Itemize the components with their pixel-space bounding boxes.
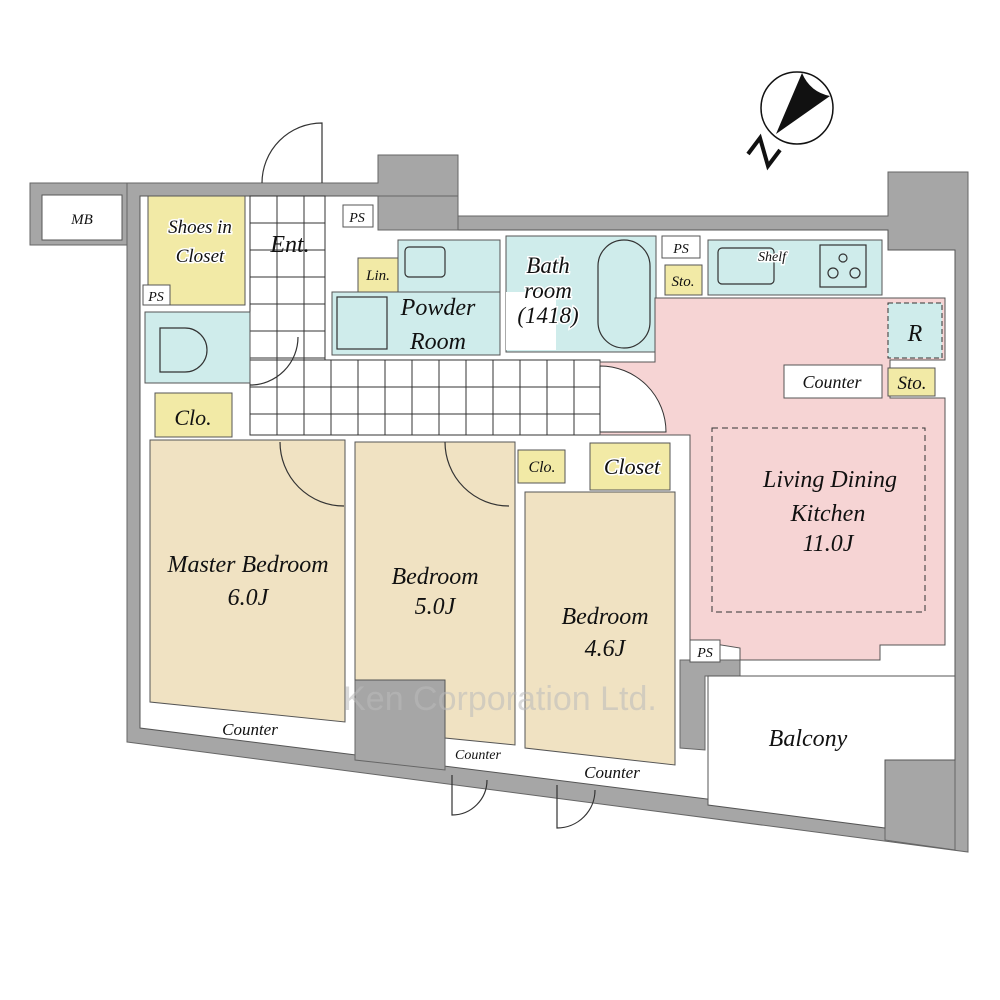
compass-icon xyxy=(746,71,834,171)
toilet-door[interactable] xyxy=(249,336,299,386)
entrance-door[interactable] xyxy=(261,122,323,184)
storage-label: Sto. xyxy=(897,373,926,394)
entrance-tiles xyxy=(249,195,326,361)
ldk-label-2: Kitchen xyxy=(790,501,866,527)
counter-label: Counter xyxy=(455,748,501,763)
ldk-counter xyxy=(783,364,883,399)
storage-label: Sto. xyxy=(672,274,695,290)
ps-label: PS xyxy=(147,290,164,305)
powder-sink-area xyxy=(397,239,501,293)
wall-block xyxy=(884,759,956,851)
bedroom-4-6j xyxy=(524,491,676,766)
north-letter xyxy=(746,133,782,171)
master-bedroom-label: Master Bedroom xyxy=(166,552,328,578)
master-bedroom-size: 6.0J xyxy=(228,585,270,611)
entrance-label: Ent. xyxy=(269,232,309,258)
linen-label: Lin. xyxy=(365,268,390,284)
burner-icon xyxy=(849,267,861,279)
bathtub-icon xyxy=(597,239,651,349)
ldk-door[interactable] xyxy=(599,365,667,433)
watermark: Ken Corporation Ltd. xyxy=(343,680,657,718)
bathroom-label-2: room xyxy=(524,278,572,303)
bath-door-area xyxy=(506,292,556,350)
refrigerator-label: R xyxy=(907,321,923,347)
exterior-door[interactable] xyxy=(556,785,596,829)
washer-pan-icon xyxy=(336,296,388,350)
ldk-label-1: Living Dining xyxy=(762,467,897,493)
ldk-dashed-outline xyxy=(711,427,926,613)
stove-icon xyxy=(819,244,867,288)
bathroom-label-3: (1418) xyxy=(517,303,578,328)
ps-label: PS xyxy=(348,211,365,226)
closet-small-label: Clo. xyxy=(174,405,211,430)
storage-kitchen xyxy=(664,264,703,296)
balcony-label: Balcony xyxy=(769,726,848,752)
balcony xyxy=(707,675,956,829)
kitchen-sink-icon xyxy=(717,247,775,285)
sink-icon xyxy=(404,246,446,278)
closet-small xyxy=(154,392,233,438)
shoes-closet-label-1: Shoes in xyxy=(168,217,232,238)
toilet-room xyxy=(144,311,251,384)
ldk-label-3: 11.0J xyxy=(803,531,855,557)
bedroom-5j xyxy=(354,441,516,746)
counter-label: Counter xyxy=(584,763,640,782)
ps-box xyxy=(342,204,374,228)
bedroom-5j-size: 5.0J xyxy=(415,594,457,620)
ps-label: PS xyxy=(672,242,689,257)
powder-room-label-1: Powder xyxy=(400,295,476,321)
ps-box xyxy=(142,284,171,306)
bathroom-label-1: Bath xyxy=(526,253,569,278)
closet xyxy=(589,442,671,491)
ps-box xyxy=(661,235,701,259)
wall-block xyxy=(377,195,459,231)
master-bedroom xyxy=(149,439,346,723)
closet-clo xyxy=(517,449,566,484)
meter-box-inner xyxy=(41,194,123,241)
ps-label: PS xyxy=(696,646,713,661)
shoes-closet-label-2: Closet xyxy=(176,246,225,267)
corridor-tiles xyxy=(249,359,601,436)
kitchen-counter xyxy=(707,239,883,296)
closet-label: Closet xyxy=(604,454,661,479)
bedroom-5j-label: Bedroom xyxy=(391,564,478,590)
refrigerator-space xyxy=(887,302,943,359)
storage-ldk xyxy=(887,367,936,397)
exterior-door[interactable] xyxy=(451,775,488,816)
mb-label: MB xyxy=(70,212,93,228)
bedroom-4-6j-size: 4.6J xyxy=(585,636,627,662)
burner-icon xyxy=(838,253,848,263)
master-bedroom-door[interactable] xyxy=(279,441,345,507)
powder-room-label-2: Room xyxy=(409,329,466,355)
powder-room xyxy=(331,291,501,356)
shelf-label: Shelf xyxy=(758,250,788,265)
ps-box xyxy=(689,639,721,663)
burner-icon xyxy=(827,267,839,279)
toilet-icon xyxy=(159,327,208,373)
closet-clo-label: Clo. xyxy=(528,459,555,476)
bedroom-4-6j-label: Bedroom xyxy=(561,604,648,630)
bedroom-5j-door[interactable] xyxy=(444,441,510,507)
counter-label: Counter xyxy=(802,372,862,392)
counter-label: Counter xyxy=(222,720,278,739)
